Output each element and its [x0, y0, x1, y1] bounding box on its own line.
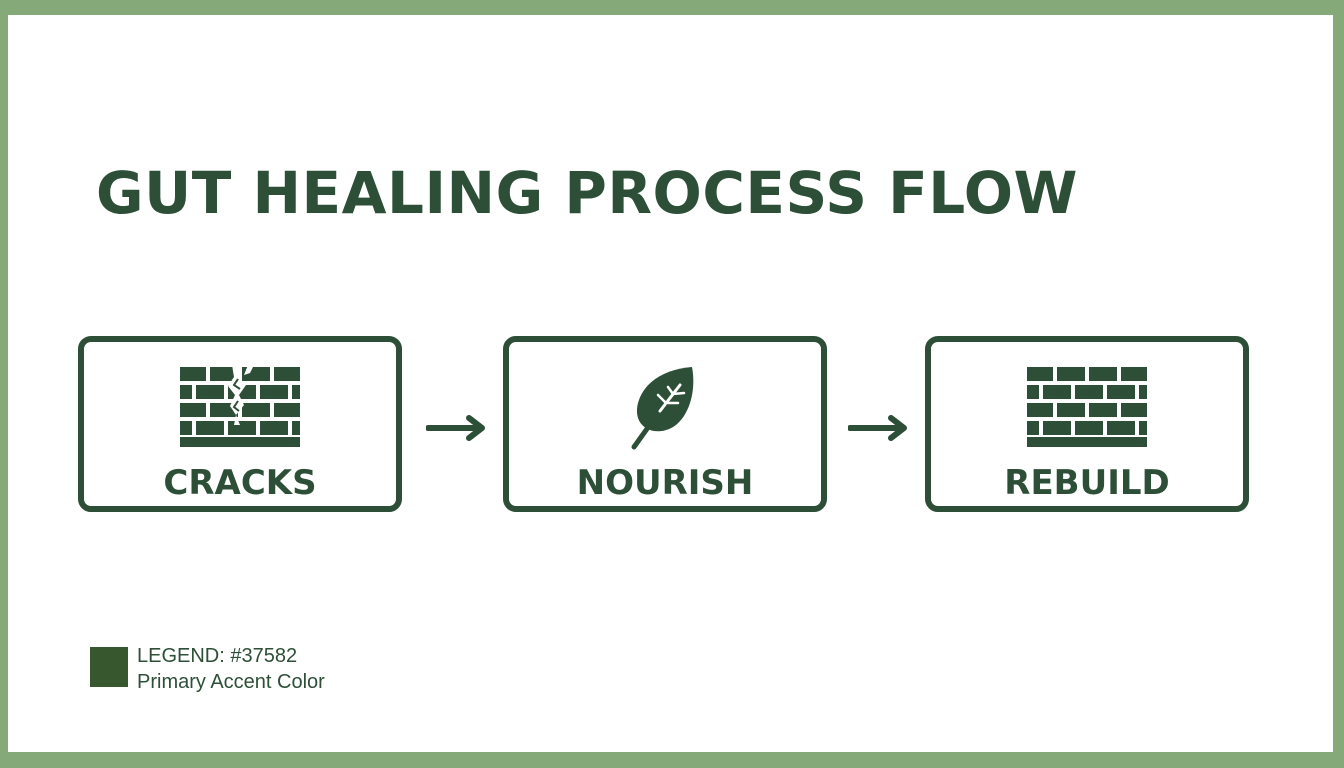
leaf-icon — [509, 360, 821, 454]
legend-description: Primary Accent Color — [137, 671, 325, 693]
step-box-rebuild: REBUILD — [925, 336, 1249, 512]
step-label-nourish: NOURISH — [576, 463, 754, 503]
step-box-cracks: CRACKS — [78, 336, 402, 512]
cracked-brick-wall-icon — [84, 360, 396, 454]
step-label-cracks: CRACKS — [163, 463, 317, 503]
legend: LEGEND: #37582 Primary Accent Color — [137, 643, 325, 695]
legend-title: LEGEND: #37582 — [137, 645, 298, 667]
arrow-right-icon — [426, 415, 485, 441]
diagram-canvas: GUT HEALING PROCESS FLOW — [8, 15, 1333, 752]
diagram-title: GUT HEALING PROCESS FLOW — [96, 159, 1078, 227]
step-label-rebuild: REBUILD — [1004, 463, 1170, 503]
brick-wall-icon — [931, 360, 1243, 454]
step-box-nourish: NOURISH — [503, 336, 827, 512]
legend-color-swatch — [90, 647, 128, 687]
arrow-right-icon — [848, 415, 907, 441]
